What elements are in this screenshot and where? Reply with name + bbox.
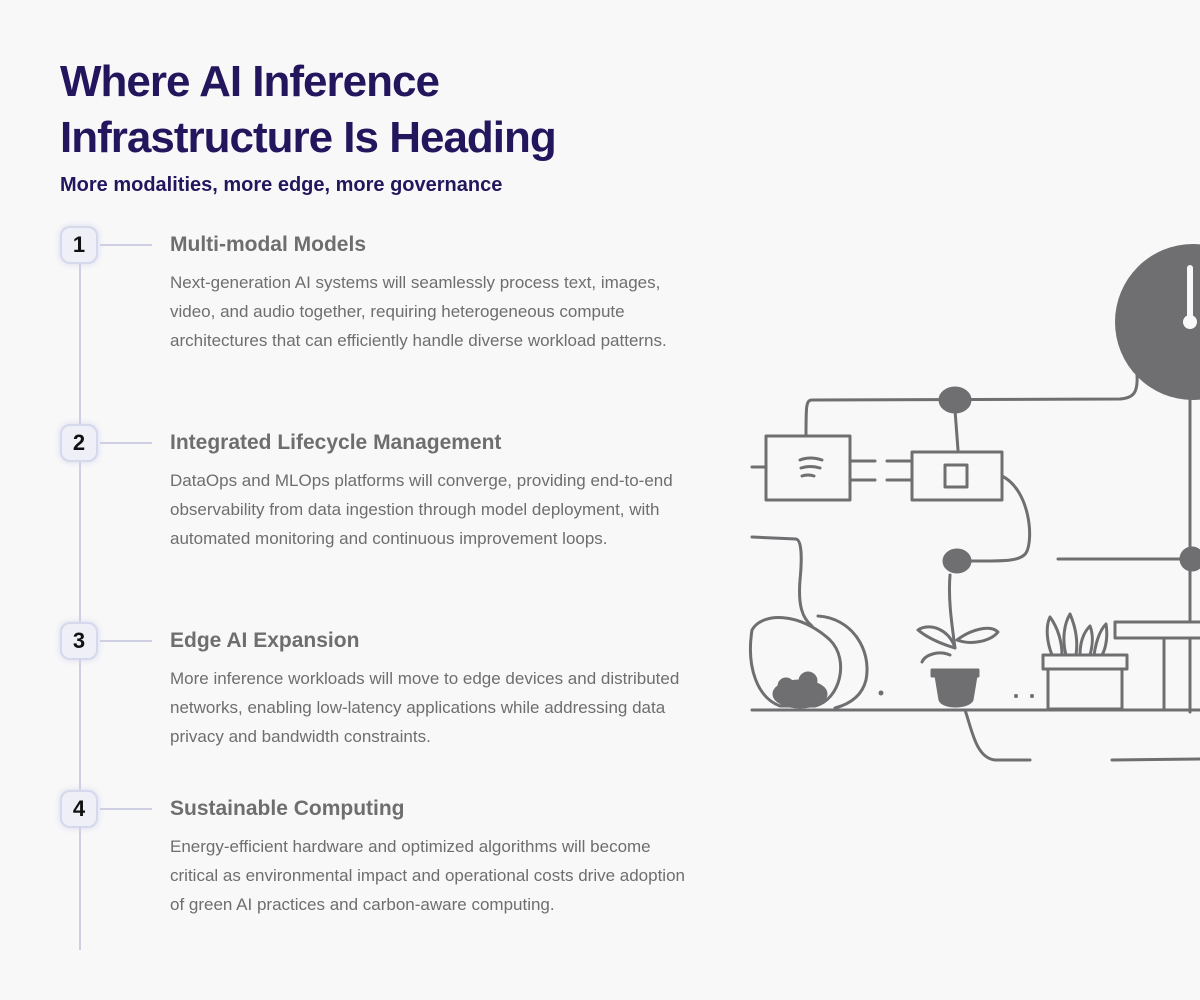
network-node bbox=[942, 548, 972, 574]
network-node bbox=[938, 386, 972, 414]
ground-dot bbox=[1030, 694, 1034, 698]
chip-box-icon bbox=[910, 450, 1004, 502]
network-node bbox=[1179, 546, 1200, 572]
step-connector bbox=[100, 640, 152, 642]
network-wire bbox=[848, 459, 914, 482]
step-number-badge: 1 bbox=[60, 226, 98, 264]
ground-cable bbox=[963, 708, 1032, 762]
step-connector bbox=[100, 442, 152, 444]
step-description: DataOps and MLOps platforms will converg… bbox=[170, 471, 673, 548]
potted-plant-icon bbox=[916, 625, 1000, 708]
step-title: Multi-modal Models bbox=[170, 233, 366, 256]
clock-icon bbox=[1115, 244, 1200, 714]
desk-icon bbox=[1113, 620, 1200, 712]
step-description: Next-generation AI systems will seamless… bbox=[170, 273, 667, 350]
server-box-icon bbox=[750, 434, 852, 502]
step-title: Edge AI Expansion bbox=[170, 629, 360, 652]
page-subtitle: More modalities, more edge, more governa… bbox=[60, 174, 503, 196]
network-wire bbox=[750, 535, 814, 628]
step-connector bbox=[100, 808, 152, 810]
bowl-icon bbox=[748, 614, 869, 710]
network-wire bbox=[953, 408, 960, 452]
step-title: Sustainable Computing bbox=[170, 797, 405, 820]
step-number-badge: 2 bbox=[60, 424, 98, 462]
network-wire bbox=[968, 474, 1032, 563]
step-title: Integrated Lifecycle Management bbox=[170, 431, 502, 454]
network-wire bbox=[804, 373, 1139, 438]
plant-box-icon bbox=[1041, 612, 1129, 711]
step-description: More inference workloads will move to ed… bbox=[170, 669, 680, 746]
step-connector bbox=[100, 244, 152, 246]
timeline-line bbox=[79, 262, 81, 950]
ground-cable bbox=[1110, 757, 1200, 762]
step-number-badge: 4 bbox=[60, 790, 98, 828]
step-number-badge: 3 bbox=[60, 622, 98, 660]
ground-dot bbox=[878, 690, 884, 696]
step-description: Energy-efficient hardware and optimized … bbox=[170, 837, 685, 914]
page-title: Where AI Inference Infrastructure Is Hea… bbox=[60, 57, 557, 162]
infrastructure-illustration bbox=[748, 244, 1200, 762]
ground-dot bbox=[1014, 694, 1018, 698]
